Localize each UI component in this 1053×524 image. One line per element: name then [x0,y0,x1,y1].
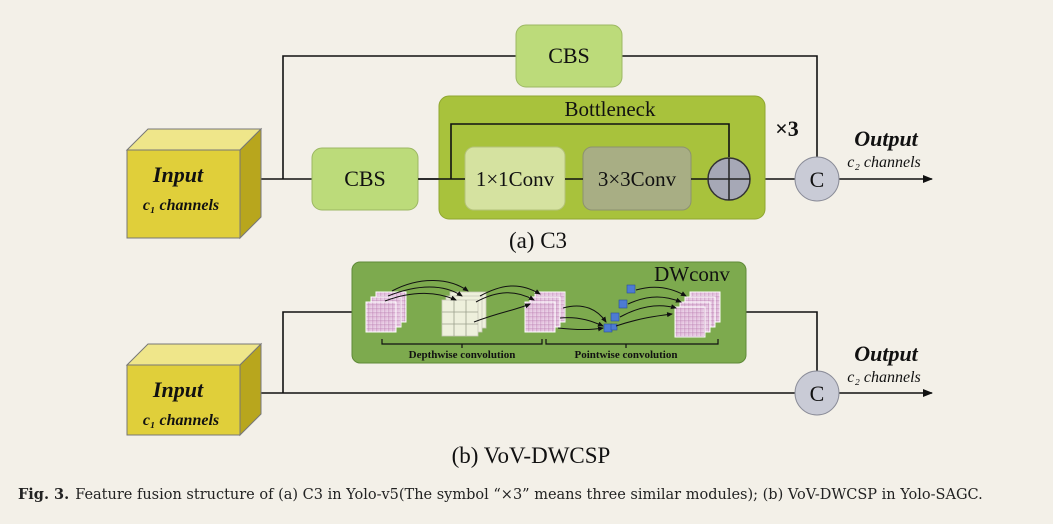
input-cube-a: Input c₁ channels [125,127,263,240]
output-title-b: Output [854,341,918,366]
conv3-label: 3×3Conv [598,167,677,191]
diagram-b: Input c₁ channels DWconv [125,261,933,468]
pointwise-label: Pointwise convolution [575,349,678,361]
input-cube-b: Input c₁ channels [125,342,263,437]
input-channels-b: c₁ channels [143,412,219,429]
input-title-b: Input [152,377,204,402]
input-title-a: Input [152,162,204,187]
dwconv-block: DWconv [351,261,747,364]
cbs-top-block: CBS [515,24,623,88]
output-title-a: Output [854,126,918,151]
concat-label-a: C [810,167,825,192]
diagram-a: Input c₁ channels CBS CBS Bottleneck 1×1… [125,24,933,253]
depthwise-kernels [441,291,487,337]
brace-depthwise [381,339,543,348]
caption-prefix: Fig. 3. [18,486,70,503]
input-channels-a: c₁ channels [143,197,219,214]
output-feature-maps [674,291,721,338]
repeat-label: ×3 [775,116,799,141]
concat-label-b: C [810,381,825,406]
figure-caption: Fig. 3. Feature fusion structure of (a) C… [18,486,1048,503]
connectors-b [246,311,933,397]
caption-text: Feature fusion structure of (a) C3 in Yo… [75,487,983,503]
brace-pointwise [545,339,719,348]
concat-circle-a: C [794,156,840,202]
cbs-top-label: CBS [548,43,590,68]
dwconv-title: DWconv [654,262,730,286]
label-b: (b) VoV-DWCSP [452,443,611,468]
bottleneck-title: Bottleneck [565,97,656,121]
cbs-main-block: CBS [311,147,419,211]
bottleneck-block: Bottleneck 1×1Conv 3×3Conv [418,95,766,220]
depthwise-label: Depthwise convolution [409,349,516,361]
label-a: (a) C3 [509,228,567,253]
output-channels-a: c₂ channels [847,154,921,171]
conv1-label: 1×1Conv [476,167,555,191]
concat-circle-b: C [794,370,840,416]
input-feature-maps [365,291,407,333]
add-circle [707,157,751,201]
cbs-main-label: CBS [344,166,386,191]
pointwise-kernels [603,284,636,333]
dwconv-curved-arrows [384,280,687,332]
output-channels-b: c₂ channels [847,369,921,386]
